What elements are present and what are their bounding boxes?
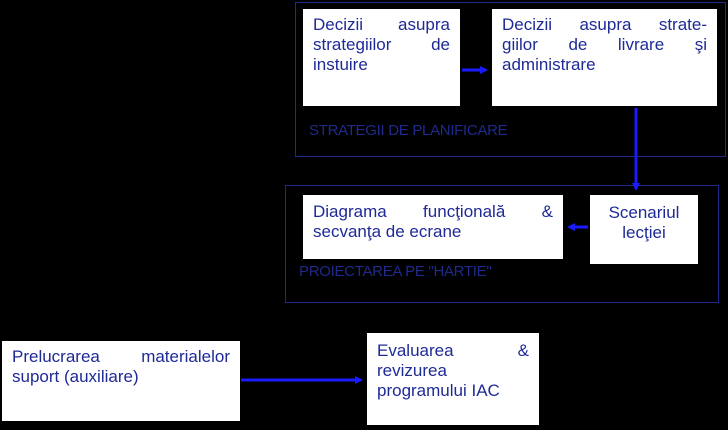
delivery-strategies-box: Decizii asupra strate- giilor de livrare… (492, 9, 717, 106)
planning-strategies-label: STRATEGII DE PLANIFICARE (309, 122, 508, 139)
instruction-strategies-box: Decizii asupra strategiilor de instuire (303, 9, 460, 106)
evaluation-line-3: programului IAC (377, 381, 500, 400)
lesson-scenario-line-1: Scenariul (608, 203, 680, 222)
paper-design-label: PROIECTAREA PE "HARTIE" (299, 263, 492, 280)
evaluation-box: Evaluarea & revizurea programului IAC (367, 333, 539, 425)
instruction-strategies-line-1: Decizii asupra (313, 15, 450, 34)
functional-diagram-line-2: secvanţa de ecrane (313, 222, 462, 241)
instruction-strategies-line-3: instuire (313, 55, 368, 74)
evaluation-line-2: revizurea (377, 361, 447, 380)
support-materials-box: Prelucrarea materialelor suport (auxilia… (2, 341, 240, 421)
functional-diagram-box: Diagrama funcţională & secvanţa de ecran… (303, 195, 563, 259)
support-materials-line-2: suport (auxiliare) (12, 367, 139, 386)
lesson-scenario-box: Scenariul lecţiei (590, 195, 698, 264)
delivery-strategies-line-3: administrare (502, 55, 596, 74)
planning-strategies-frame (295, 2, 726, 157)
paper-design-frame (285, 185, 719, 303)
functional-diagram-line-1: Diagrama funcţională & (313, 202, 553, 221)
evaluation-line-1: Evaluarea & (377, 341, 529, 360)
instruction-strategies-line-2: strategiilor de (313, 35, 450, 54)
support-materials-line-1: Prelucrarea materialelor (12, 347, 230, 366)
delivery-strategies-line-1: Decizii asupra strate- (502, 15, 707, 34)
lesson-scenario-line-2: lecţiei (622, 223, 666, 242)
delivery-strategies-line-2: giilor de livrare şi (502, 35, 707, 54)
